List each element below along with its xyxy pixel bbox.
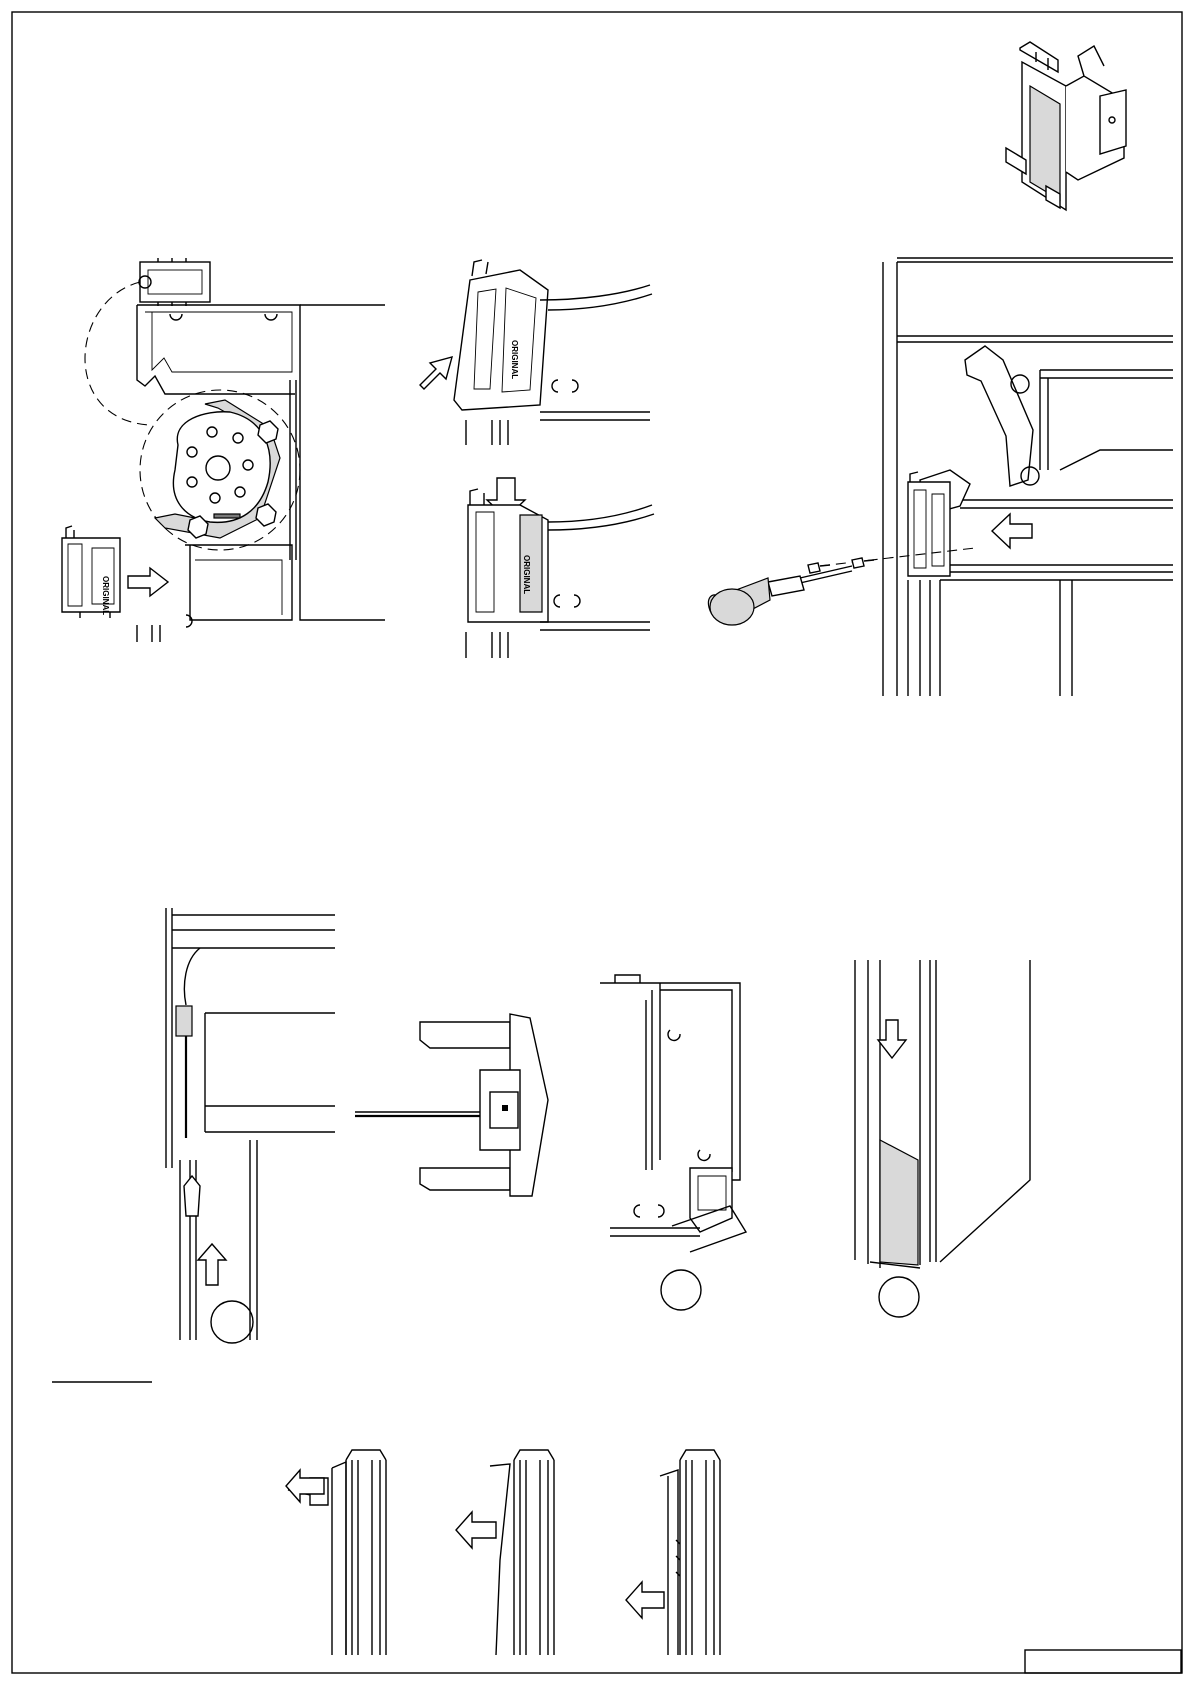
clip-top-view xyxy=(355,1014,548,1196)
screwdriver-icon xyxy=(708,566,852,625)
swing-path xyxy=(85,282,150,425)
sheet-border xyxy=(12,12,1182,1673)
roller-cassette-assembly: ORIGINAL xyxy=(62,258,385,642)
screw xyxy=(852,558,874,568)
side-rail-view-3 xyxy=(626,1450,720,1655)
push-arrow-icon xyxy=(626,1582,664,1618)
title-block xyxy=(1025,1650,1181,1673)
side-rail-view-2 xyxy=(456,1450,554,1655)
push-arrow-icon xyxy=(992,514,1032,548)
top-profile-detached xyxy=(139,258,210,306)
part-stamp: ORIGINAL xyxy=(522,555,531,594)
push-arrow-icon xyxy=(128,568,168,596)
part-stamp: ORIGINAL xyxy=(510,340,519,379)
push-arrow-icon xyxy=(878,1020,906,1058)
frame-elevation-left xyxy=(166,908,335,1343)
step-marker-c xyxy=(879,1277,919,1317)
step-marker-b xyxy=(661,1270,701,1310)
push-arrow-icon xyxy=(198,1244,226,1285)
screw-fixing-view xyxy=(708,258,1173,696)
clip-insertion-step-1: ORIGINAL xyxy=(420,260,652,445)
push-arrow-icon xyxy=(456,1512,496,1548)
end-clip-left: ORIGINAL xyxy=(62,526,120,618)
side-rail-view-1 xyxy=(286,1450,386,1655)
isometric-clip-detail xyxy=(1006,42,1126,210)
step-marker-a xyxy=(211,1301,253,1343)
part-stamp: ORIGINAL xyxy=(101,576,110,615)
push-arrow-icon xyxy=(420,357,452,389)
rail-perspective-view xyxy=(855,960,1030,1317)
roller-drum xyxy=(140,390,300,550)
section-profile xyxy=(600,975,746,1310)
clip-insertion-step-2: ORIGINAL xyxy=(466,478,654,658)
